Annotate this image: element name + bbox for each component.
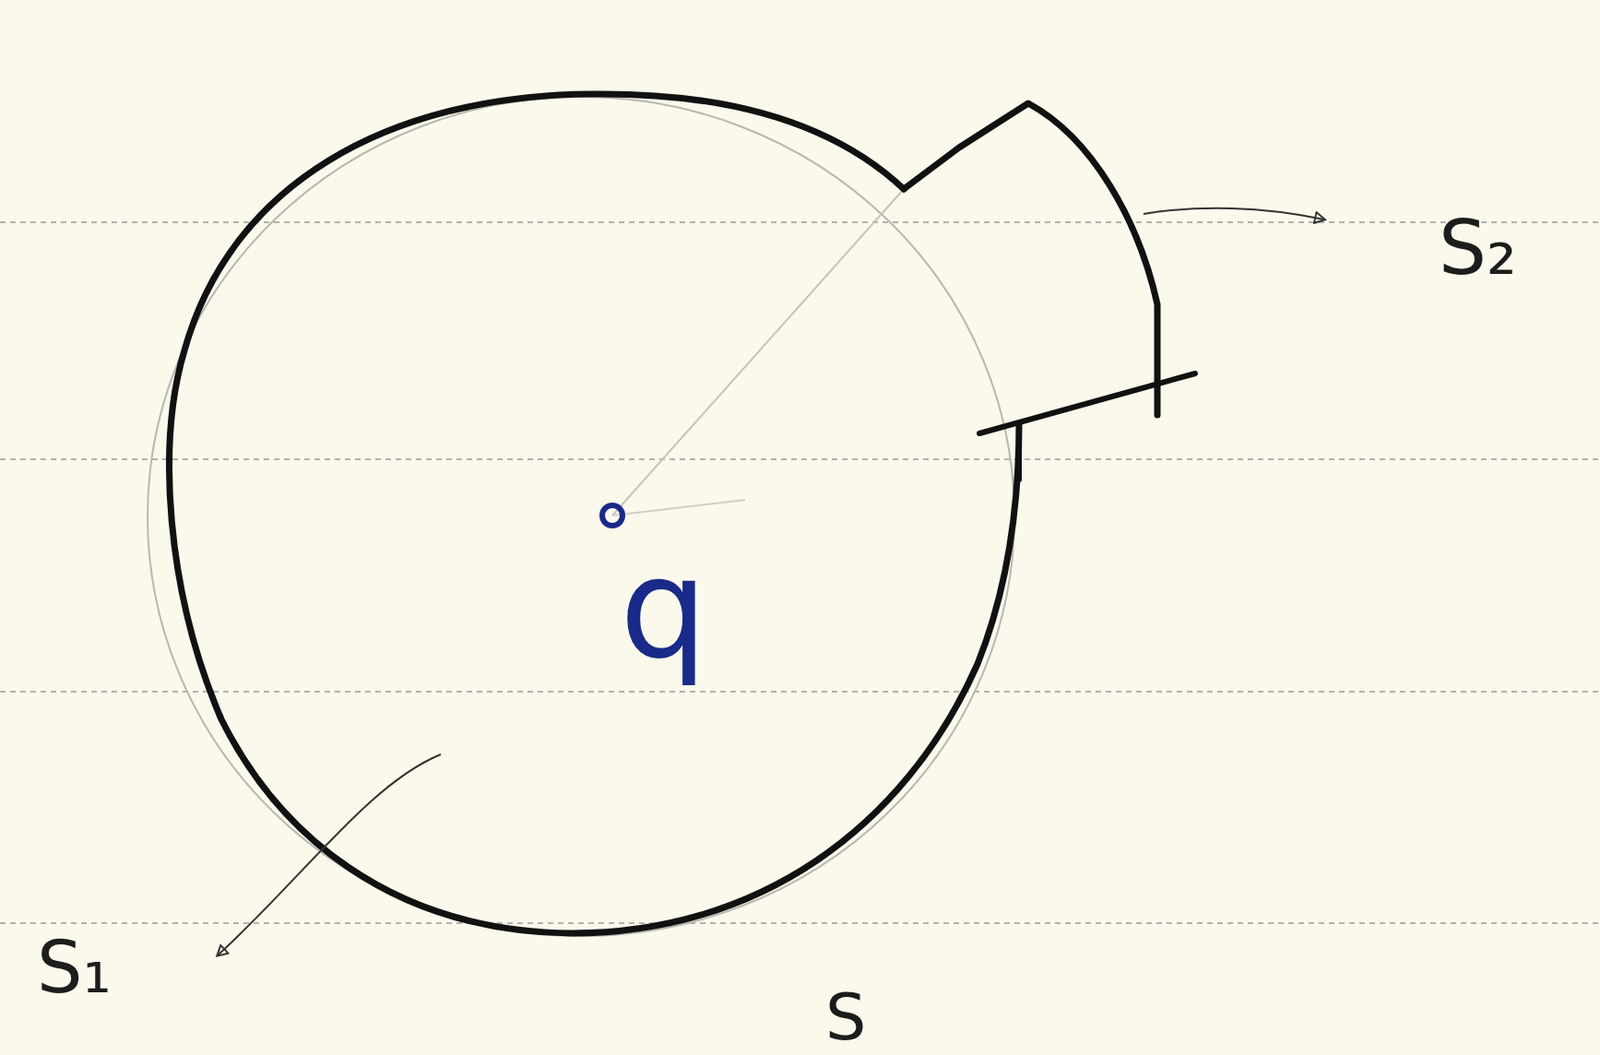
bulge-surface (903, 103, 1158, 415)
surface-label: S (825, 984, 866, 1050)
ruled-lines (0, 222, 1600, 924)
leader-arrow (1143, 208, 1325, 220)
surface-label: S₁ (36, 931, 112, 1004)
bulge-side (1016, 424, 1022, 480)
bulge-base (979, 373, 1196, 434)
leader-arrow (217, 754, 441, 956)
gaussian-surface (169, 94, 1020, 934)
radius-line (612, 189, 904, 516)
point-charge (602, 505, 623, 526)
surface-label: S₂ (1438, 210, 1518, 286)
radius-line (612, 499, 746, 516)
charge-label: q (619, 539, 708, 678)
pencil-circle (147, 96, 1015, 937)
